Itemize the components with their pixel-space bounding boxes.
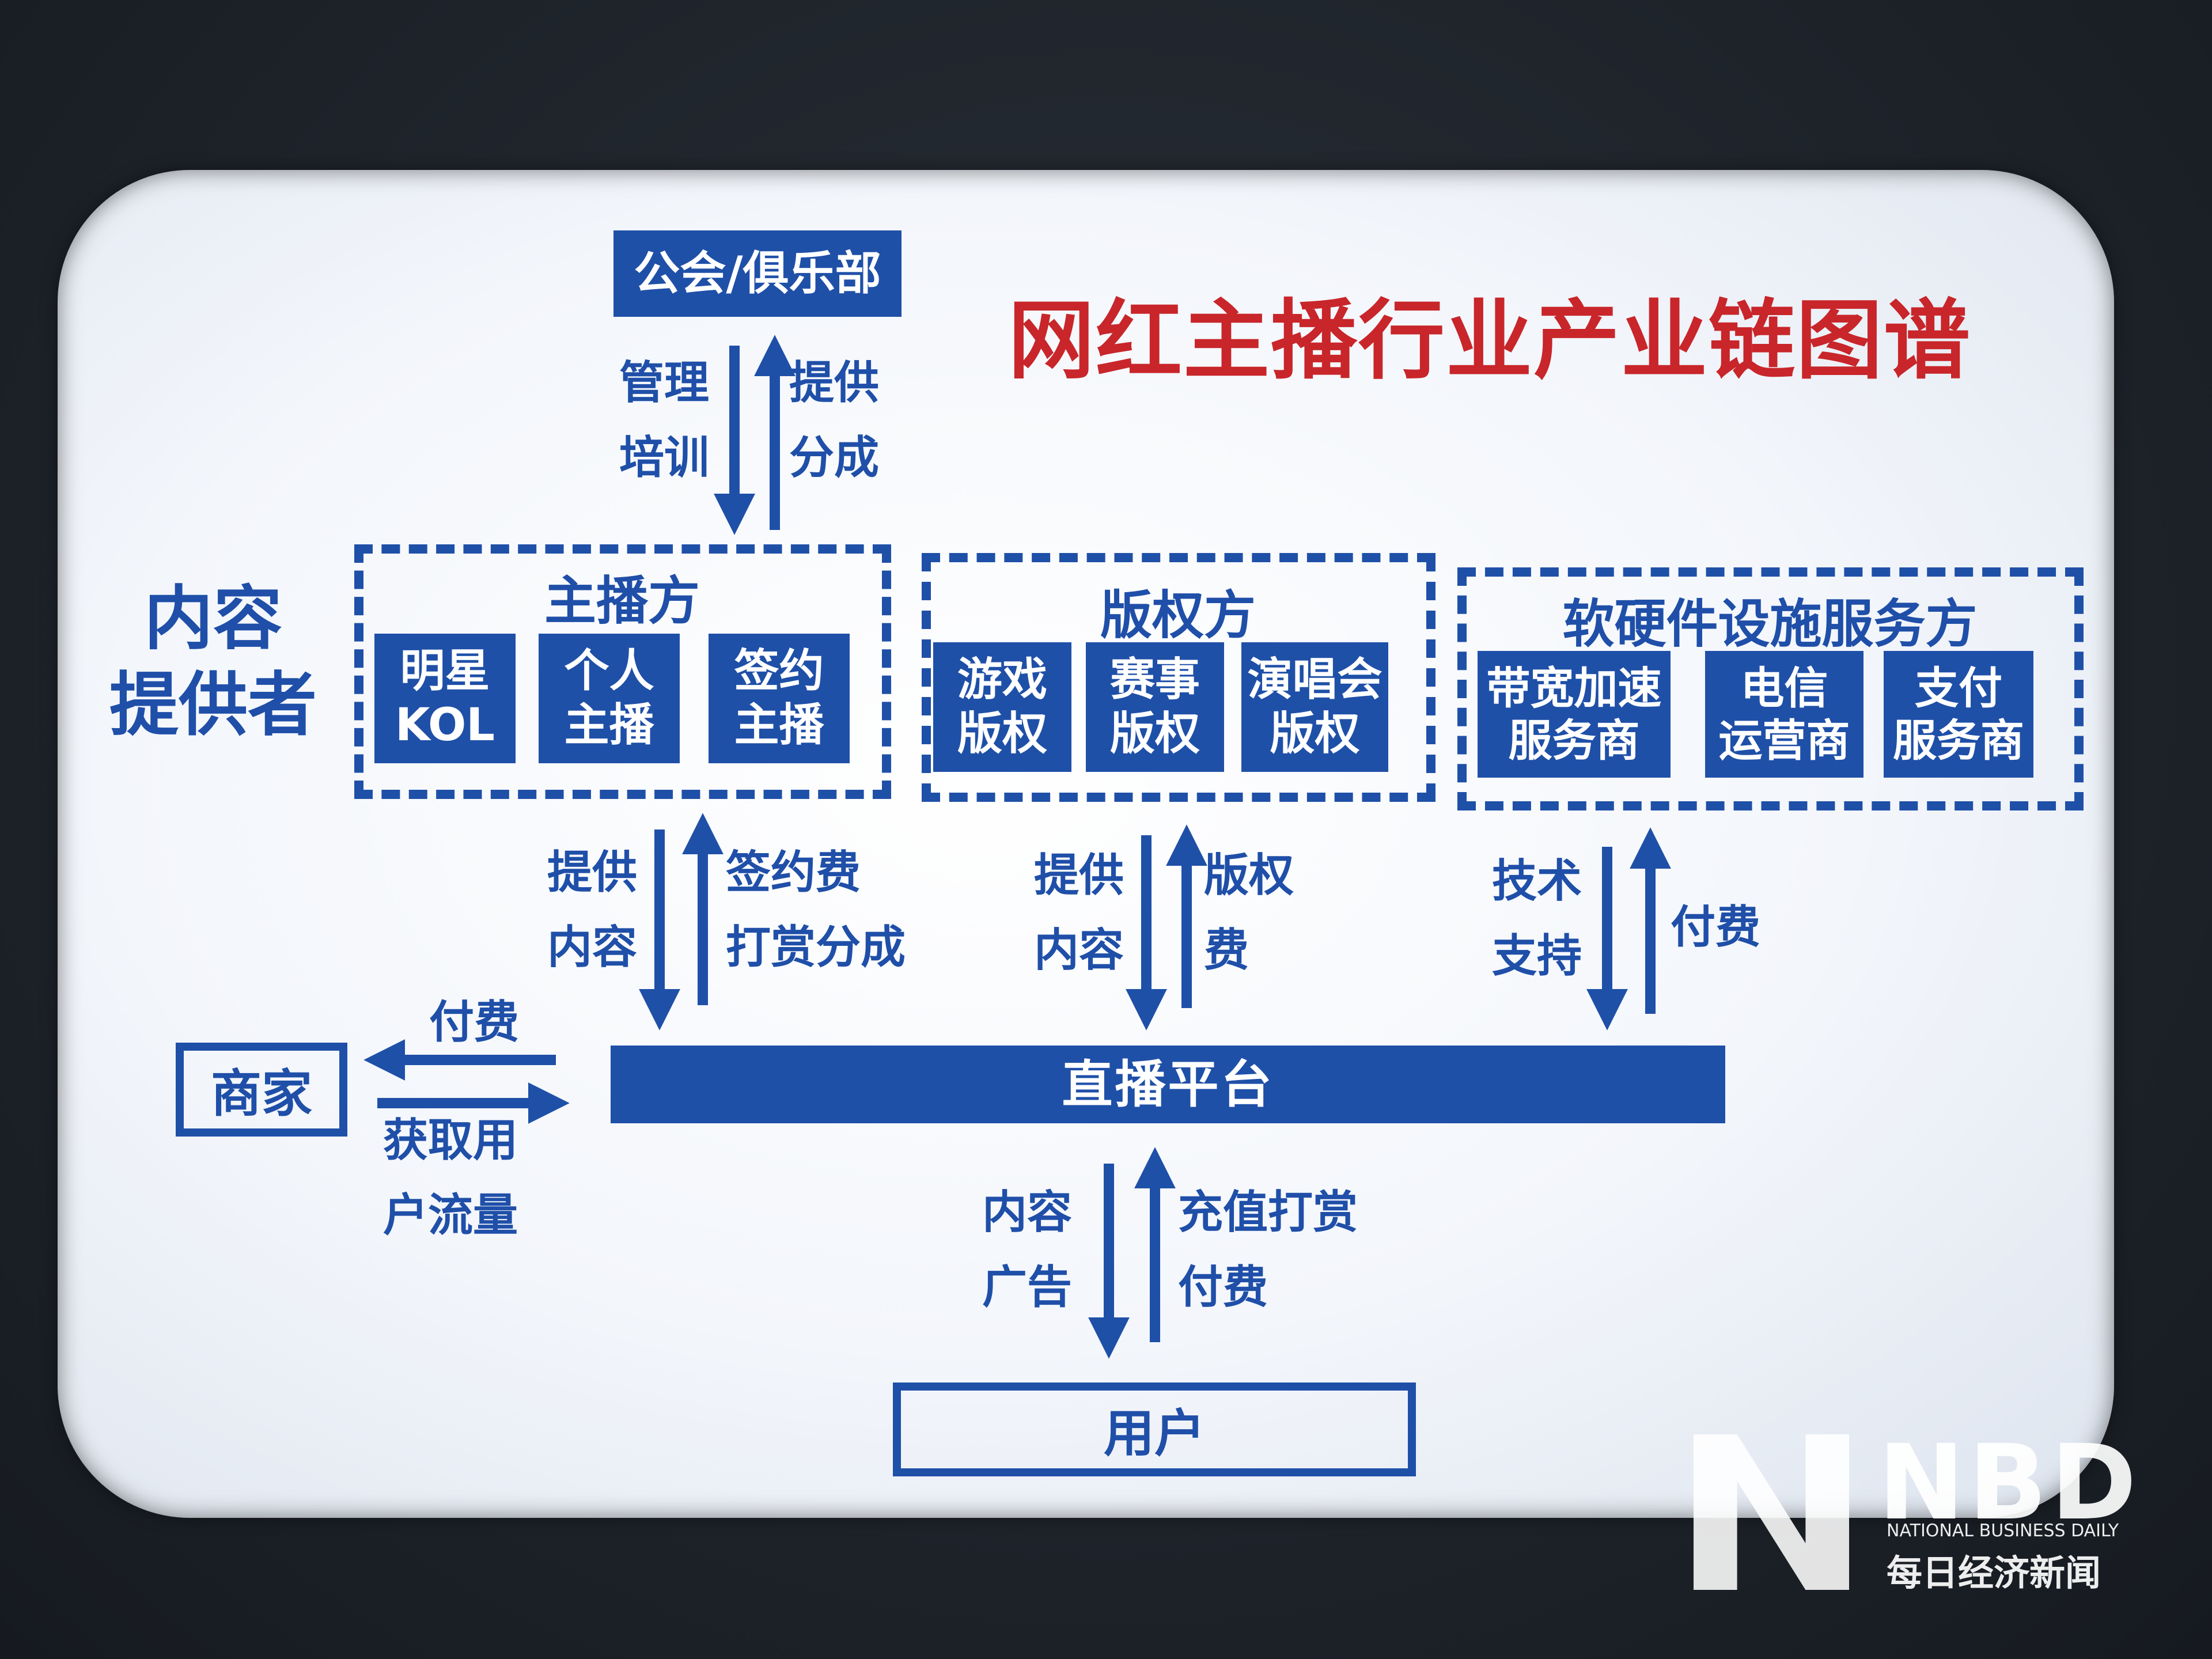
watermark-chinese: 每日经济新闻	[1887, 1552, 2101, 1594]
anchor-down-label: 提供内容	[547, 847, 638, 974]
anchor-group-frame	[354, 544, 891, 799]
diagram-title: 网红主播行业产业链图谱	[1008, 291, 1972, 391]
copyright-item-event: 赛事版权	[1086, 642, 1224, 772]
guild-up-label: 提供分成	[789, 357, 880, 484]
anchor-item-personal: 个人主播	[539, 634, 680, 763]
copyright-item-game: 游戏版权	[933, 642, 1071, 772]
merchant-gain-label: 获取用户流量	[383, 1115, 518, 1241]
merchant-pay-label: 付费	[429, 997, 520, 1048]
user-box: 用户	[893, 1382, 1416, 1476]
anchor-item-signed: 签约主播	[709, 634, 850, 763]
service-item-bandwidth: 带宽加速服务商	[1478, 651, 1671, 778]
service-up-label: 付费	[1671, 902, 1761, 953]
anchor-up-label: 签约费打赏分成	[726, 847, 906, 974]
service-down-label: 技术支持	[1492, 855, 1582, 982]
service-group-frame	[1457, 567, 2084, 810]
copyright-down-label: 提供内容	[1034, 850, 1124, 976]
user-up-label: 充值打赏付费	[1178, 1187, 1358, 1313]
diagram-lightbox	[58, 170, 2114, 1518]
service-group-title: 软硬件设施服务方	[1562, 594, 1978, 654]
copyright-up-label: 版权费	[1204, 850, 1294, 976]
content-provider-label: 内容提供者	[109, 579, 317, 745]
merchant-box: 商家	[176, 1043, 347, 1137]
service-item-telecom: 电信运营商	[1705, 651, 1863, 778]
watermark-name: NBD	[1878, 1423, 2141, 1543]
anchor-group-title: 主播方	[544, 571, 700, 631]
watermark-english: NATIONAL BUSINESS DAILY	[1887, 1521, 2119, 1541]
service-item-payment: 支付服务商	[1884, 651, 2033, 778]
guild-down-label: 管理培训	[619, 357, 710, 484]
copyright-item-concert: 演唱会版权	[1241, 642, 1388, 772]
user-down-label: 内容广告	[982, 1187, 1073, 1313]
copyright-group-title: 版权方	[1100, 585, 1256, 646]
copyright-group-frame	[922, 553, 1435, 802]
live-platform-bar: 直播平台	[611, 1046, 1725, 1123]
guild-box: 公会/俱乐部	[613, 230, 902, 317]
